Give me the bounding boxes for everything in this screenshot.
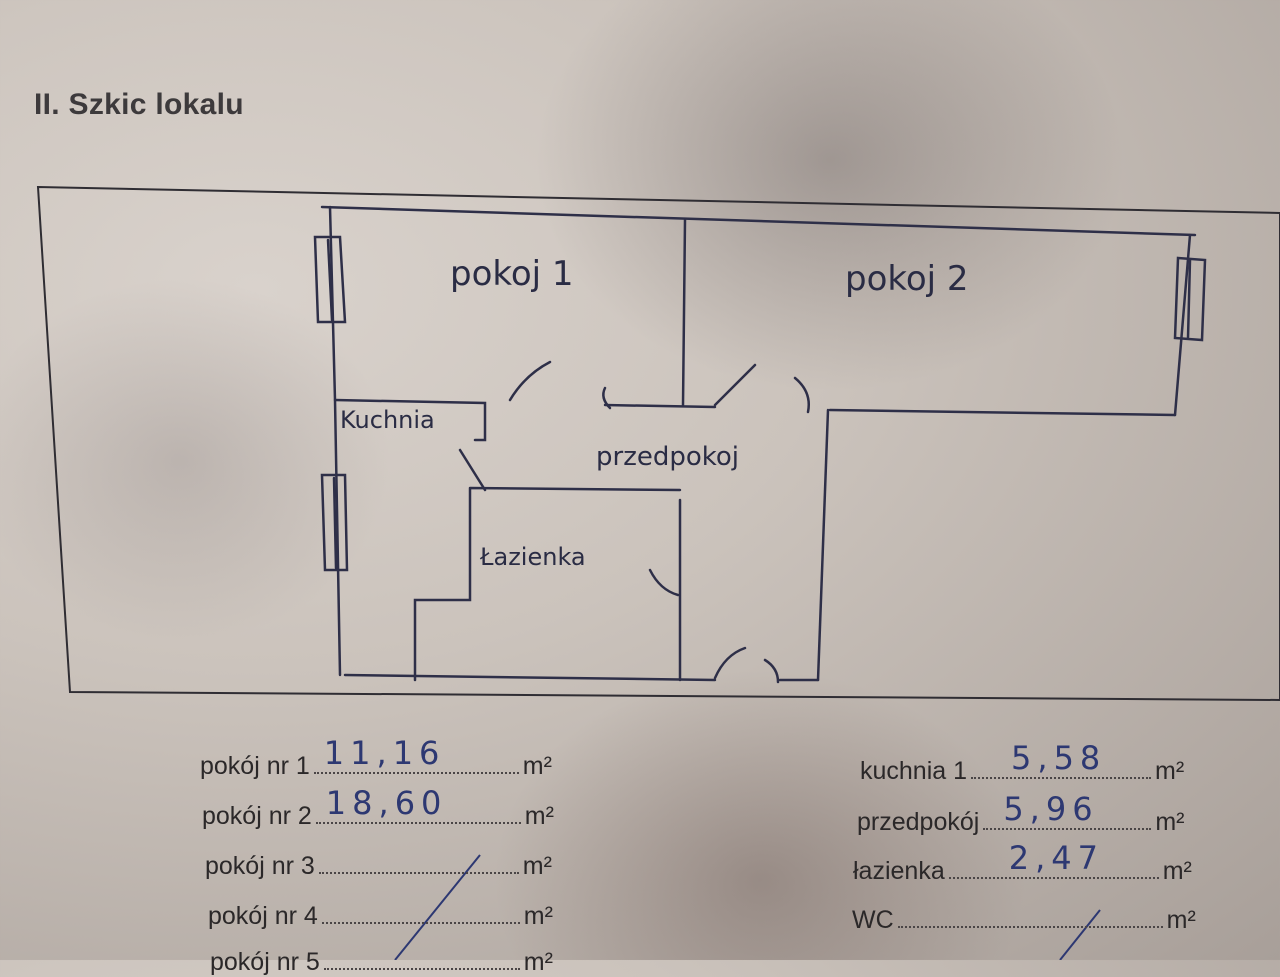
door-arc-2 [602,386,612,410]
unit: m² [1155,808,1185,836]
wall-kitchen [333,398,487,442]
wall-bathroom [413,486,682,682]
area-label: kuchnia 1 [860,757,968,785]
door-arc-1 [508,360,552,402]
wall-hall-right [816,408,830,682]
window-1 [313,235,347,324]
label-kitchen: Kuchnia [340,406,435,434]
area-label: pokój nr 4 [208,902,318,930]
area-value: 11,16 [323,734,446,772]
area-row-room4: pokój nr 4 m² [208,902,553,931]
area-row-room3: pokój nr 3 m² [205,852,552,881]
label-room2: pokoj 2 [845,259,969,299]
wall-top [320,205,1197,237]
area-row-bathroom: łazienka 2,47 m² [853,839,1192,886]
unit: m² [523,902,553,930]
wall-left [328,205,342,677]
area-row-kitchen: kuchnia 1 5,58 m² [860,739,1185,786]
label-room1: pokoj 1 [450,254,574,294]
window-3 [1173,256,1207,342]
section-heading: II. Szkic lokalu [34,88,244,121]
area-label: łazienka [853,857,945,885]
area-value: 2,47 [1008,839,1104,877]
window-2 [320,473,349,572]
wall-room-divider [681,218,687,407]
unit: m² [1155,757,1185,785]
area-row-room2: pokój nr 2 18,60 m² [202,784,554,831]
area-label: pokój nr 3 [205,852,315,880]
area-label: pokój nr 2 [202,802,312,830]
unit: m² [522,852,552,880]
door-arc-5 [458,448,487,492]
door-arc-6 [648,568,680,597]
area-value: 5,58 [1011,739,1107,777]
door-arc-8 [763,658,780,684]
area-row-hall: przedpokój 5,96 m² [857,790,1185,837]
unit: m² [524,802,554,830]
area-label: pokój nr 5 [210,948,320,976]
wall-hall-top [603,403,717,409]
unit: m² [523,948,553,976]
area-label: pokój nr 1 [200,752,310,780]
door-arc-7 [713,646,747,680]
area-row-wc: WC m² [852,906,1196,935]
unit: m² [522,752,552,780]
area-row-room1: pokój nr 1 11,16 m² [200,734,552,781]
area-value: 18,60 [325,784,448,822]
area-label: przedpokój [857,808,980,836]
area-value: 5,96 [1003,790,1099,828]
sketch-frame [36,185,1280,702]
unit: m² [1166,906,1196,934]
area-row-room5: pokój nr 5 m² [210,948,553,977]
door-arc-4 [793,376,810,414]
wall-bottom [343,673,820,682]
unit: m² [1162,857,1192,885]
wall-room2-right [1173,233,1192,417]
area-label: WC [852,906,894,934]
strike-line-right [1059,909,1101,960]
wall-room2-bottom [828,408,1177,417]
label-hall: przedpokoj [596,442,739,472]
label-bathroom: Łazienka [479,543,586,571]
door-arc-3 [713,363,757,407]
